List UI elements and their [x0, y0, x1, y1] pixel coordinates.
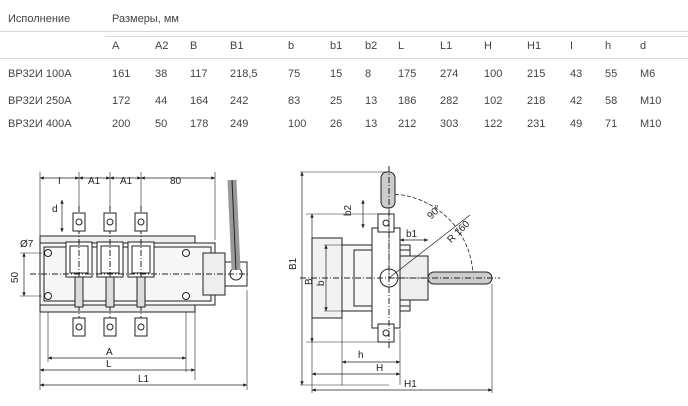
side-view-drawing — [300, 166, 500, 393]
table-cell: 218 — [527, 95, 546, 107]
column-header-l: L — [398, 40, 405, 52]
table-cell: 200 — [112, 118, 131, 130]
column-header-l1: L1 — [440, 40, 453, 52]
column-header-b: b — [288, 40, 295, 52]
table-cell: 75 — [288, 68, 301, 80]
table-cell: 117 — [190, 68, 208, 80]
table-cell: 13 — [365, 95, 378, 107]
table-cell: 164 — [190, 95, 209, 107]
label-l1: L1 — [138, 374, 150, 385]
table-cell: 212 — [398, 118, 417, 130]
label-l: L — [106, 359, 112, 370]
label-b1-small: b1 — [406, 229, 418, 240]
table-cell: 249 — [230, 118, 249, 130]
table-cell: 49 — [570, 118, 583, 130]
table-divider — [105, 36, 688, 37]
table-cell: 44 — [155, 95, 168, 107]
column-header-b1: b1 — [330, 40, 343, 52]
row-name: ВР32И 100А — [8, 68, 72, 80]
table-cell: 242 — [230, 95, 249, 107]
row-name: ВР32И 250А — [8, 95, 72, 107]
table-cell: 172 — [112, 95, 131, 107]
table-cell: 100 — [288, 118, 307, 130]
table-cell: 218,5 — [230, 68, 258, 80]
label-b-big: B — [304, 278, 315, 285]
table-cell: 58 — [605, 95, 618, 107]
table-cell: 100 — [484, 68, 503, 80]
table-cell: 43 — [570, 68, 583, 80]
table-cell: 282 — [440, 95, 459, 107]
table-cell: 274 — [440, 68, 459, 80]
column-header-a: A — [112, 40, 120, 52]
table-cell: 38 — [155, 68, 168, 80]
label-radius: R 160 — [446, 218, 473, 245]
table-cell: 83 — [288, 95, 301, 107]
column-header-b: B — [190, 40, 198, 52]
pole-middle — [96, 206, 124, 338]
table-cell: 122 — [484, 118, 503, 130]
technical-drawings: I A1 A1 80 d Ø7 50 A L L1 — [10, 166, 500, 393]
label-h-big: H — [376, 363, 383, 374]
label-hole: Ø7 — [20, 239, 34, 250]
column-header-h: h — [605, 40, 612, 52]
table-cell: М6 — [640, 68, 656, 80]
label-80: 80 — [170, 176, 182, 187]
header-variant: Исполнение — [8, 13, 71, 25]
table-cell: М10 — [640, 95, 662, 107]
label-h1: H1 — [404, 379, 417, 390]
table-cell: 175 — [398, 68, 417, 80]
header-sizes: Размеры, мм — [112, 13, 179, 25]
label-50: 50 — [10, 271, 21, 283]
table-cell: 215 — [527, 68, 546, 80]
table-cell: 55 — [605, 68, 618, 80]
label-b2: b2 — [343, 204, 354, 216]
table-divider — [0, 31, 688, 32]
column-header-h1: H1 — [527, 40, 542, 52]
table-cell: 42 — [570, 95, 583, 107]
table-cell: 102 — [484, 95, 503, 107]
column-header-b1: B1 — [230, 40, 244, 52]
label-a1-right: A1 — [120, 176, 133, 187]
table-cell: 50 — [155, 118, 168, 130]
table-cell: 26 — [330, 118, 343, 130]
column-header-i: I — [570, 40, 574, 52]
column-header-b2: b2 — [365, 40, 378, 52]
label-a: A — [106, 347, 113, 358]
table-cell: 15 — [330, 68, 343, 80]
table-divider — [0, 58, 688, 59]
pole-left — [65, 206, 93, 338]
table-cell: 178 — [190, 118, 209, 130]
label-h-small: h — [358, 350, 364, 361]
label-b-small: b — [316, 280, 327, 286]
column-header-h: H — [484, 40, 492, 52]
table-cell: 8 — [365, 68, 372, 80]
label-a1-left: A1 — [88, 176, 101, 187]
label-d: d — [52, 204, 58, 215]
table-cell: 71 — [605, 118, 618, 130]
table-cell: 161 — [112, 68, 131, 80]
row-name: ВР32И 400А — [8, 118, 72, 130]
label-b1-big: B1 — [288, 257, 299, 270]
table-cell: 186 — [398, 95, 417, 107]
front-view-drawing — [20, 172, 250, 390]
table-cell: 13 — [365, 118, 378, 130]
pole-right — [127, 206, 155, 338]
label-angle: 90° — [426, 203, 444, 221]
table-cell: 231 — [527, 118, 546, 130]
table-cell: 25 — [330, 95, 343, 107]
table-cell: М10 — [640, 118, 662, 130]
label-i: I — [58, 176, 61, 187]
column-header-a2: A2 — [155, 40, 169, 52]
table-cell: 303 — [440, 118, 459, 130]
column-header-d: d — [640, 40, 647, 52]
